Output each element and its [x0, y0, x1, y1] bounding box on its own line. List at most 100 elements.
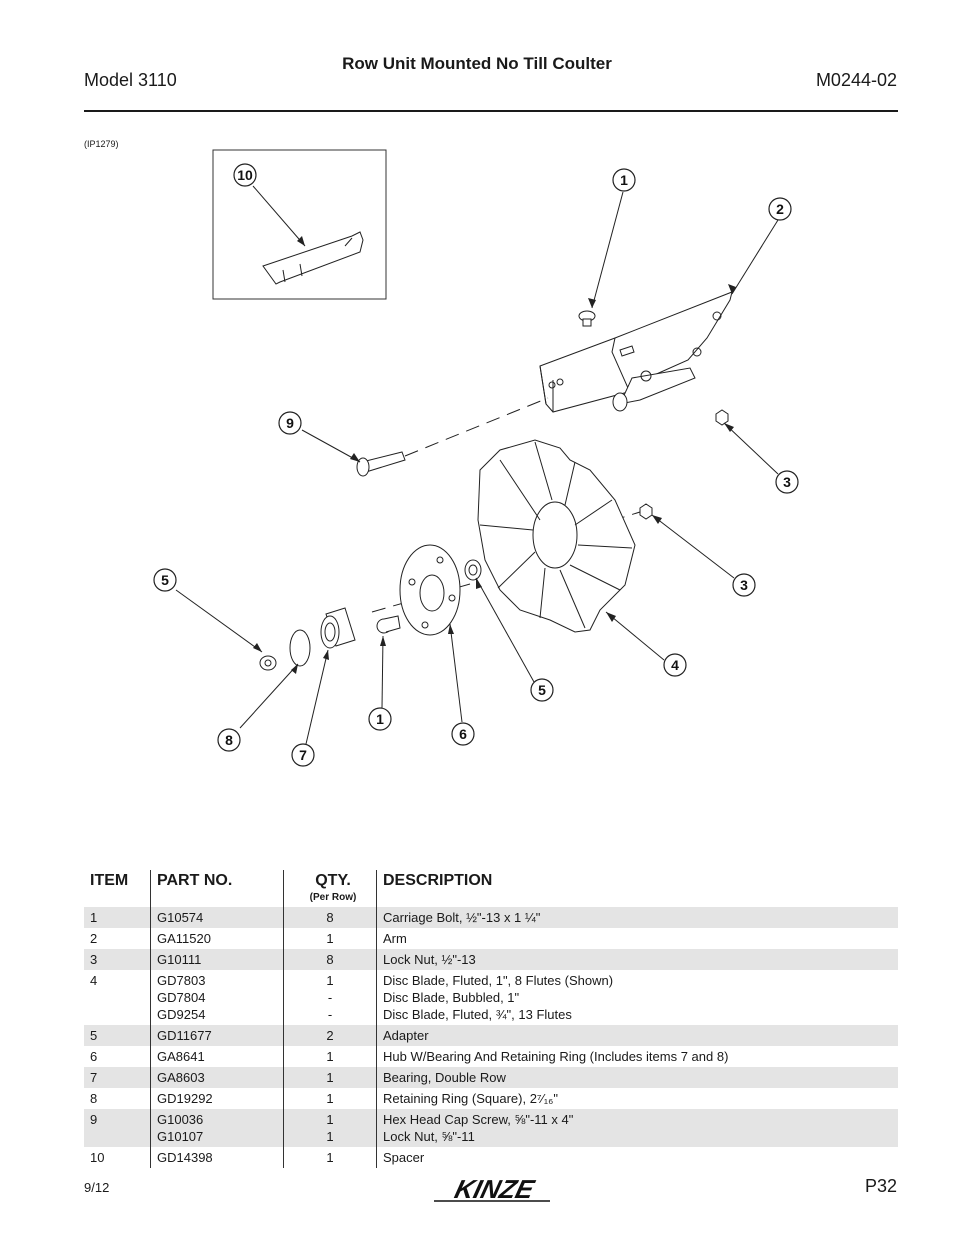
cell-qty-line: 2 — [326, 1028, 334, 1043]
cell-part-no-line: GA11520 — [157, 931, 211, 946]
callout-label: 10 — [237, 167, 253, 183]
cell-description-line: Disc Blade, Fluted, ¾", 13 Flutes — [383, 1007, 572, 1022]
cell-item: 4 — [90, 973, 98, 988]
cell-description-line: Spacer — [383, 1150, 425, 1165]
cell-qty: 1 — [283, 1046, 377, 1067]
cell-part-no: GD19292 — [150, 1088, 284, 1109]
cell-part-no: GA8603 — [150, 1067, 284, 1088]
callout-label: 2 — [776, 201, 784, 217]
cell-part-no-line: GD19292 — [157, 1091, 213, 1106]
cell-qty-line: 8 — [326, 952, 334, 967]
cell-description-line: Carriage Bolt, ½"-13 x 1 ¼" — [383, 910, 541, 925]
cell-description: Hub W/Bearing And Retaining Ring (Includ… — [376, 1046, 898, 1067]
cell-description: Adapter — [376, 1025, 898, 1046]
cell-part-no-line: G10111 — [157, 952, 202, 967]
cell-description: Carriage Bolt, ½"-13 x 1 ¼" — [376, 907, 898, 928]
col-item: ITEM — [90, 872, 129, 889]
cell-part-no-line: G10036 — [157, 1112, 204, 1127]
cell-part-no-line: G10107 — [157, 1129, 204, 1144]
cell-item: 10 — [90, 1150, 105, 1165]
cell-description: Lock Nut, ½"-13 — [376, 949, 898, 970]
callout-label: 5 — [161, 572, 169, 588]
callout-circle — [153, 568, 177, 592]
callout-label: 3 — [783, 474, 791, 490]
qty-sublabel: (Per Row) — [309, 892, 357, 903]
cell-description-line: Hex Head Cap Screw, ⅝"-11 x 4" — [383, 1112, 574, 1127]
cell-description: Retaining Ring (Square), 2⁷⁄₁₆" — [376, 1088, 898, 1109]
callout-circle — [768, 197, 792, 221]
cell-qty-line: 1 — [326, 1129, 334, 1144]
retaining-ring-part — [289, 629, 311, 667]
callout-label: 8 — [225, 732, 233, 748]
cell-part-no-line: GD14398 — [157, 1150, 213, 1165]
cell-part-no-line: GD11677 — [157, 1028, 212, 1043]
cell-qty-line: 1 — [326, 1070, 334, 1085]
cell-description-line: Retaining Ring (Square), 2⁷⁄₁₆" — [383, 1091, 559, 1106]
cell-qty: 8 — [283, 949, 377, 970]
cell-description-line: Lock Nut, ⅝"-11 — [383, 1129, 475, 1144]
cell-description: Hex Head Cap Screw, ⅝"-11 x 4" Lock Nut, … — [376, 1109, 898, 1147]
cell-qty-line: 1 — [326, 973, 334, 988]
callout-label: 7 — [299, 747, 307, 763]
callout-circle — [775, 470, 799, 494]
cell-description-line: Adapter — [383, 1028, 429, 1043]
cell-qty-line: 1 — [326, 1150, 334, 1165]
spacer-part — [262, 231, 364, 285]
cell-part-no-line: GD7803 — [157, 973, 206, 988]
cell-part-no-line: GD9254 — [157, 1007, 206, 1022]
col-part-no: PART NO. — [150, 870, 284, 907]
cell-part-no: GA11520 — [150, 928, 284, 949]
cell-qty-line: - — [327, 990, 333, 1005]
callout-label: 4 — [671, 657, 679, 673]
kinze-logo-text: KINZE — [452, 1175, 539, 1204]
callout-circle — [217, 728, 241, 752]
cell-description-line: Arm — [383, 931, 407, 946]
model-label: Model 3110 — [84, 70, 177, 90]
figure-id: (IP1279) — [84, 139, 119, 149]
cell-part-no-line: G10574 — [157, 910, 204, 925]
cell-description: Spacer — [376, 1147, 898, 1168]
cell-part-no-line: GA8641 — [157, 1049, 205, 1064]
cell-qty: 2 — [283, 1025, 377, 1046]
col-qty: QTY.(Per Row) — [283, 870, 377, 907]
cell-qty-line: 1 — [326, 931, 334, 946]
cell-part-no: G10574 — [150, 907, 284, 928]
callout-circle — [530, 678, 554, 702]
cell-item: 9 — [84, 1109, 151, 1147]
callout-circle — [732, 573, 756, 597]
cell-part-no-line: GA8603 — [157, 1070, 205, 1085]
parts-table: ITEM PART NO. QTY.(Per Row) DESCRIPTION … — [84, 870, 898, 1168]
cell-item: 7 — [84, 1067, 151, 1088]
cell-qty: 1 - - — [283, 970, 377, 1025]
cell-item: 8 — [90, 1091, 98, 1106]
cell-part-no-line: GD7804 — [157, 990, 206, 1005]
cell-description-line: Lock Nut, ½"-13 — [383, 952, 476, 967]
callout-circle — [612, 168, 636, 192]
table-row: 7 GA8603 1 Bearing, Double Row — [84, 1067, 898, 1088]
cell-qty-line: 8 — [326, 910, 334, 925]
callout-circle — [663, 653, 687, 677]
cell-part-no: G10111 — [150, 949, 284, 970]
cell-item: 6 — [90, 1049, 98, 1064]
callout-label: 3 — [740, 577, 748, 593]
cell-description-line: Bearing, Double Row — [383, 1070, 506, 1085]
cell-description: Disc Blade, Fluted, 1", 8 Flutes (Shown)… — [376, 970, 898, 1025]
cell-description: Arm — [376, 928, 898, 949]
cell-description-line: Disc Blade, Bubbled, 1" — [383, 990, 520, 1005]
page-title: Row Unit Mounted No Till Coulter — [342, 54, 612, 73]
callout-label: 5 — [538, 682, 546, 698]
page-number: P32 — [864, 1176, 897, 1196]
table-row: 10 GD14398 1 Spacer — [84, 1147, 898, 1168]
cell-description-line: Disc Blade, Fluted, 1", 8 Flutes (Shown) — [383, 973, 614, 988]
callout-label: 1 — [620, 172, 628, 188]
cell-qty-line: - — [327, 1007, 333, 1022]
callout-circle — [451, 722, 475, 746]
